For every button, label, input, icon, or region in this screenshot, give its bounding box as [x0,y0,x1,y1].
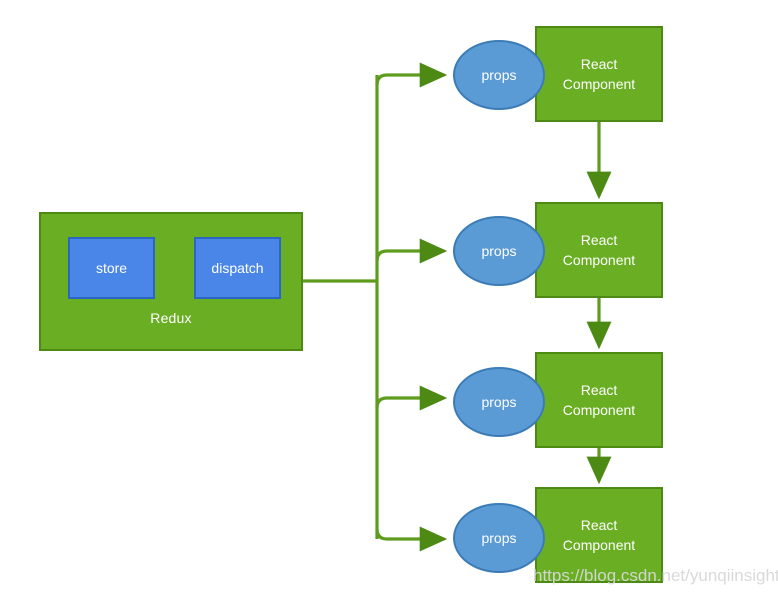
connector-branch-1 [375,62,448,88]
redux-container: store dispatch Redux [39,212,303,351]
redux-store-label: store [95,260,128,276]
redux-label: Redux [150,310,192,326]
props-label-2: props [481,243,517,259]
react-component-box-4: React Component [535,487,663,583]
redux-dispatch-label: dispatch [211,260,264,276]
props-ellipse-2: props [453,216,545,286]
connector-branch-3 [375,385,448,411]
react-component-line2-4: Component [562,537,636,553]
props-label-4: props [481,530,517,546]
watermark-text: https://blog.csdn.net/yunqiinsight [533,566,778,585]
react-component-line2-3: Component [562,402,636,418]
props-ellipse-4: props [453,503,545,573]
props-ellipse-1: props [453,40,545,110]
react-component-line1-3: React [580,381,618,398]
react-component-label-3: React Component [563,380,635,421]
react-component-line2-1: Component [562,76,636,92]
react-component-label-4: React Component [563,515,635,556]
props-label-1: props [481,67,517,83]
react-component-line1-2: React [580,231,618,248]
connector-branch-4 [375,526,448,552]
react-component-box-2: React Component [535,202,663,298]
react-component-box-1: React Component [535,26,663,122]
react-component-line1-1: React [580,55,618,72]
react-component-box-3: React Component [535,352,663,448]
redux-store-box: store [68,237,155,299]
props-label-3: props [481,394,517,410]
props-ellipse-3: props [453,367,545,437]
redux-dispatch-box: dispatch [194,237,281,299]
react-component-line2-2: Component [562,252,636,268]
react-component-line1-4: React [580,516,618,533]
connector-branch-2 [375,238,448,264]
react-component-label-1: React Component [563,54,635,95]
react-component-label-2: React Component [563,230,635,271]
